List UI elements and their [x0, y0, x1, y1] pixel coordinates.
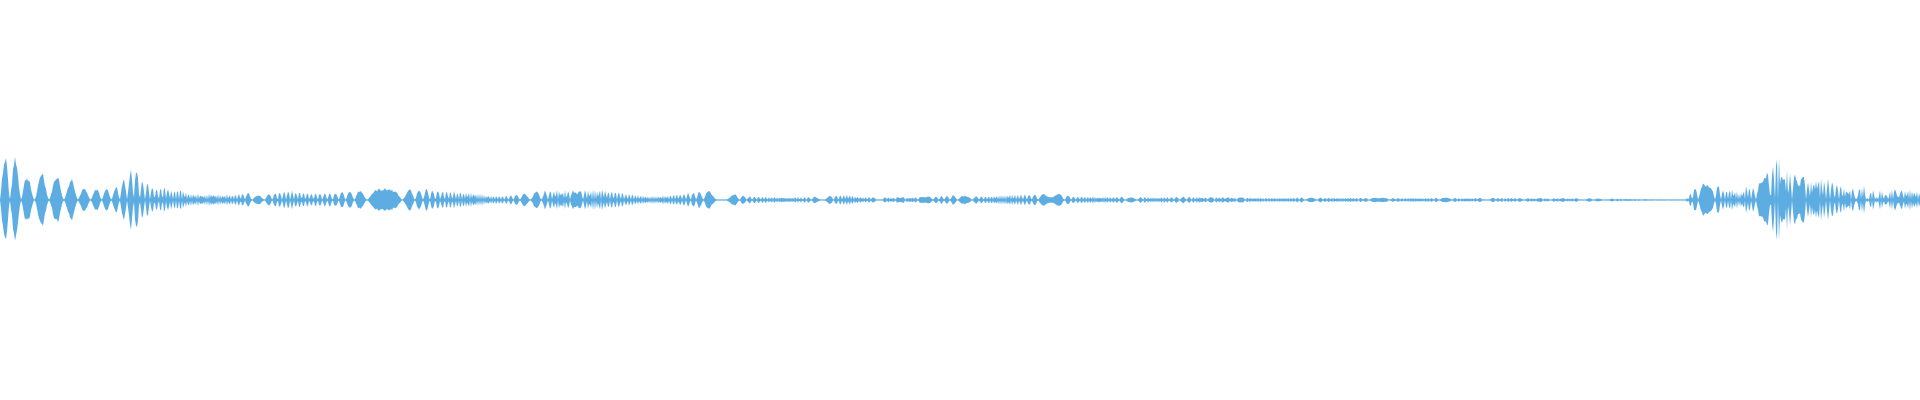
waveform-shape [0, 156, 1920, 241]
